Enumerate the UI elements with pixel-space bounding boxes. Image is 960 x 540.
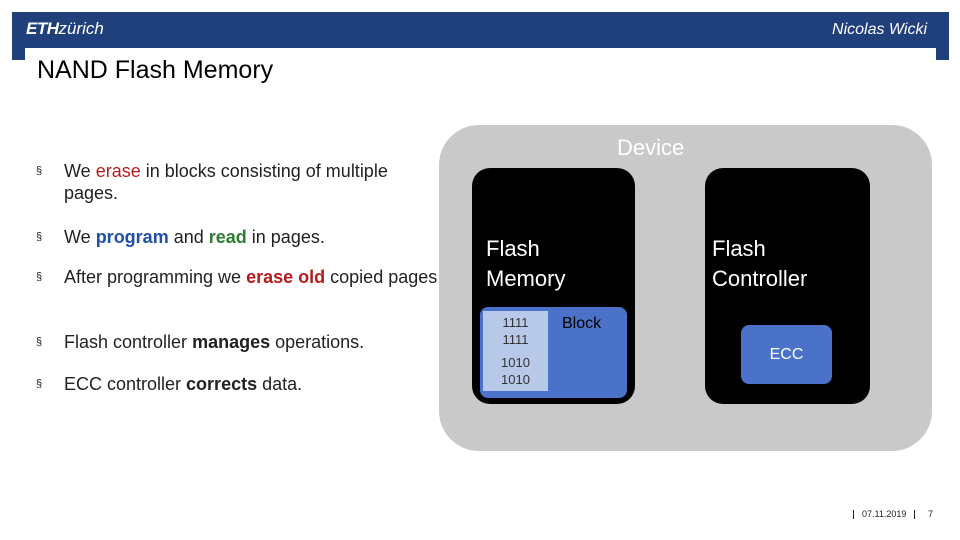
bullet-item: § We program and read in pages. xyxy=(36,226,325,248)
highlight-erase: erase xyxy=(246,267,294,287)
bullet-item: § After programming we erase old copied … xyxy=(36,266,442,288)
bullet-text-part: and xyxy=(168,227,209,247)
highlight-corrects: corrects xyxy=(186,374,258,394)
bullet-text-part: We xyxy=(64,161,96,181)
header-strip-left xyxy=(12,48,25,60)
bullet-text: After programming we erase old copied pa… xyxy=(64,266,442,288)
flash-memory-label: Flash Memory xyxy=(486,234,565,294)
eth-logo: ETHzürich xyxy=(26,19,104,39)
logo-eth-text: ETH xyxy=(26,19,59,38)
page-number: 7 xyxy=(928,509,934,519)
page-bits: 1111 xyxy=(502,315,529,330)
bullet-text: Flash controller manages operations. xyxy=(64,331,364,353)
bullet-marker: § xyxy=(36,165,43,177)
bullet-marker: § xyxy=(36,231,43,243)
bullet-text-part: Flash controller xyxy=(64,332,193,352)
device-label: Device xyxy=(617,135,685,160)
header-bar: ETHzürich Nicolas Wicki xyxy=(12,12,949,48)
bullet-item: § We erase in blocks consisting of multi… xyxy=(36,160,446,204)
flash-memory-label-line: Memory xyxy=(486,266,566,291)
bullet-text-part: data. xyxy=(257,374,303,394)
bullet-text-part: ECC controller xyxy=(64,374,187,394)
page-bits: 1111 xyxy=(502,332,529,347)
bullet-text-part: in pages. xyxy=(246,227,325,247)
bullet-text-part: After programming we xyxy=(64,267,247,287)
page-bits: 1010 xyxy=(501,355,530,370)
slide-title: NAND Flash Memory xyxy=(37,56,274,84)
highlight-read: read xyxy=(208,227,247,247)
memory-page: 1111 1111 xyxy=(483,311,548,351)
footer-separator xyxy=(914,510,915,519)
bullet-text-part: copied pages. xyxy=(325,267,443,287)
ecc-box: ECC xyxy=(741,325,832,384)
bullet-marker: § xyxy=(36,271,43,283)
highlight-old: old xyxy=(298,267,326,287)
bullet-text: ECC controller corrects data. xyxy=(64,373,302,395)
footer-separator xyxy=(853,510,854,519)
bullet-text-part: operations. xyxy=(270,332,365,352)
header-strip-right xyxy=(936,48,949,60)
bullet-text: We erase in blocks consisting of multipl… xyxy=(64,160,446,204)
page-bits: 1010 xyxy=(501,372,530,387)
bullet-marker: § xyxy=(36,336,43,348)
block-label: Block xyxy=(562,315,602,332)
flash-controller-label-line: Flash xyxy=(712,236,766,261)
highlight-erase: erase xyxy=(95,161,141,181)
flash-controller-label-line: Controller xyxy=(712,266,808,291)
highlight-program: program xyxy=(95,227,169,247)
author-name: Nicolas Wicki xyxy=(832,21,927,38)
bullet-text: We program and read in pages. xyxy=(64,226,325,248)
memory-page: 1010 1010 xyxy=(483,351,548,391)
highlight-manages: manages xyxy=(192,332,271,352)
bullet-item: § Flash controller manages operations. xyxy=(36,331,364,353)
footer-date: 07.11.2019 xyxy=(862,509,907,519)
bullet-marker: § xyxy=(36,378,43,390)
flash-memory-label-line: Flash xyxy=(486,236,540,261)
bullet-text-part: We xyxy=(64,227,96,247)
bullet-text-part: in blocks consisting of multiple pages. xyxy=(64,161,388,203)
flash-controller-label: Flash Controller xyxy=(712,234,807,294)
logo-zurich-text: zürich xyxy=(58,19,104,38)
bullet-item: § ECC controller corrects data. xyxy=(36,373,302,395)
